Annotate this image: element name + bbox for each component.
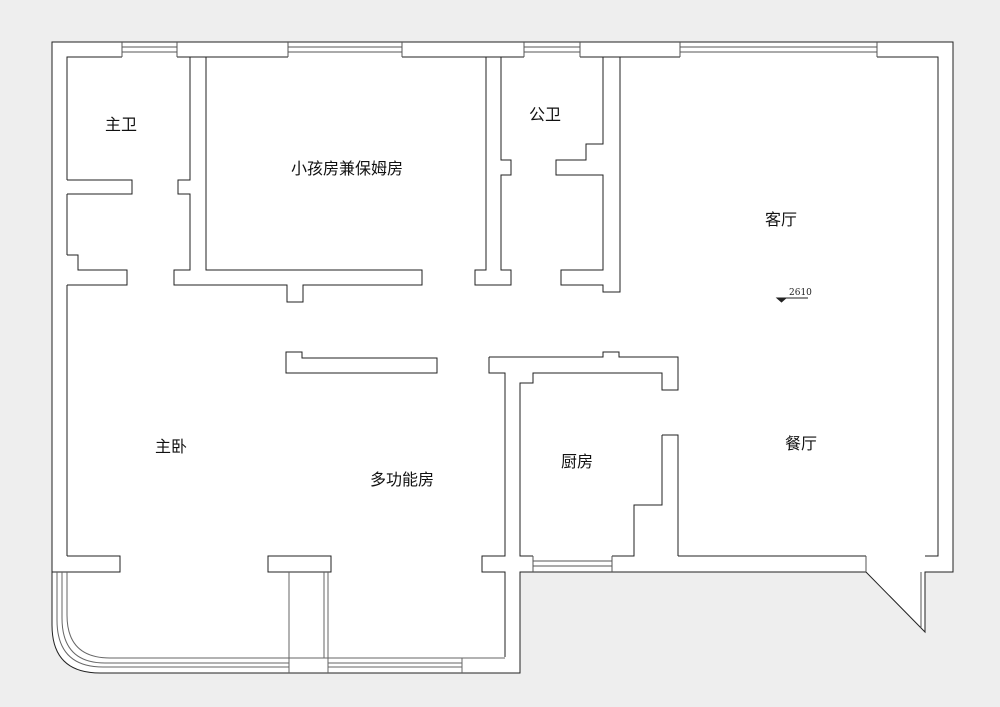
balcony-railing: [56, 572, 505, 673]
bay-window: [865, 556, 922, 628]
public-bath-wall: [474, 57, 621, 293]
elevation-label: 2610: [789, 288, 812, 298]
master-bath-wall: [67, 179, 133, 286]
top-windows: [121, 42, 878, 57]
room-label-kids-nanny-room: 小孩房兼保姆房: [290, 159, 404, 178]
room-label-kitchen: 厨房: [560, 452, 594, 471]
kitchen-wall: [481, 351, 679, 657]
room-label-master-bedroom: 主卧: [154, 437, 188, 456]
room-label-multi-room: 多功能房: [369, 470, 435, 489]
middle-wall: [285, 351, 438, 374]
kitchen-window: [532, 556, 613, 572]
bottom-wall: [52, 555, 332, 573]
outer-wall-inner-edge: [66, 56, 939, 557]
room-label-public-bath: 公卫: [528, 105, 562, 124]
room-label-dining-room: 餐厅: [784, 434, 818, 453]
elevation-marker-icon: [775, 297, 808, 303]
room-label-living-room: 客厅: [764, 210, 798, 229]
kids-room-wall: [173, 57, 423, 303]
room-label-master-bath: 主卫: [104, 115, 138, 134]
